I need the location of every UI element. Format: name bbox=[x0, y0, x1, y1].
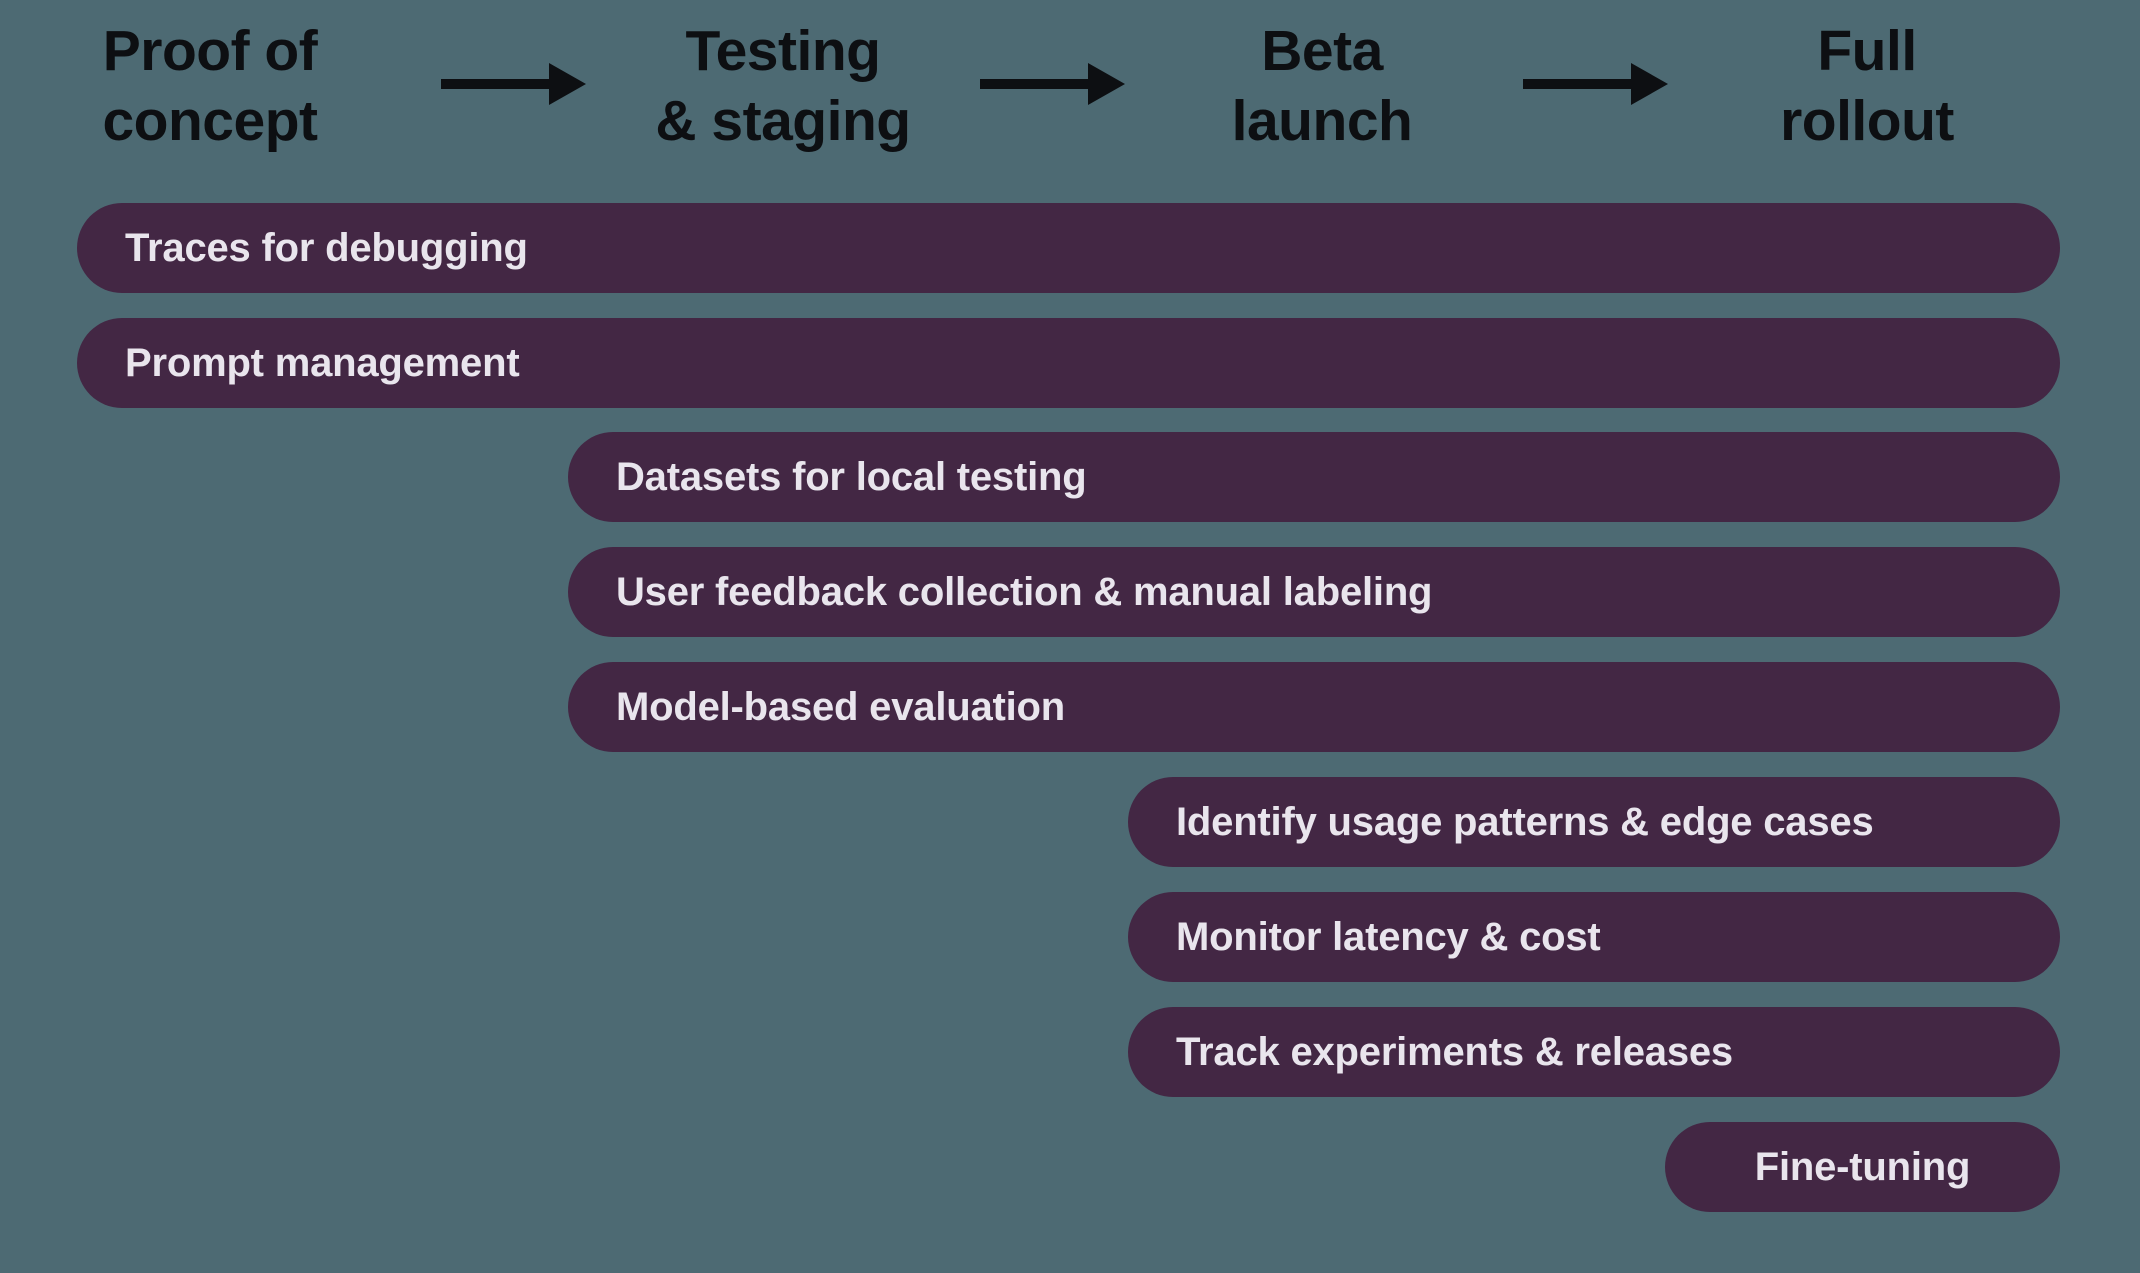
arrow-right-icon bbox=[980, 61, 1125, 107]
stage-header-row: Proof of concept Testing & staging Beta … bbox=[0, 0, 2140, 165]
capability-pill[interactable]: Traces for debugging bbox=[77, 203, 2060, 293]
capability-pill-label: Fine-tuning bbox=[1754, 1145, 1971, 1189]
capability-pill[interactable]: Identify usage patterns & edge cases bbox=[1128, 777, 2060, 867]
arrow-right-icon bbox=[1523, 61, 1668, 107]
capability-pill[interactable]: Model-based evaluation bbox=[568, 662, 2060, 752]
capability-pill[interactable]: Track experiments & releases bbox=[1128, 1007, 2060, 1097]
capability-pill-label: Datasets for local testing bbox=[616, 455, 1087, 499]
capability-pill-label: Traces for debugging bbox=[125, 226, 528, 270]
capability-pill-label: User feedback collection & manual labeli… bbox=[616, 570, 1433, 614]
stage-label-proof-of-concept: Proof of concept bbox=[102, 19, 318, 153]
capability-pill[interactable]: Fine-tuning bbox=[1665, 1122, 2060, 1212]
stage-label-testing-and-staging: Testing & staging bbox=[655, 19, 911, 153]
capability-pill-label: Identify usage patterns & edge cases bbox=[1176, 800, 1874, 844]
stage-label-beta-launch: Beta launch bbox=[1231, 19, 1413, 153]
arrow-right-icon bbox=[441, 61, 586, 107]
capability-pill-label: Monitor latency & cost bbox=[1176, 915, 1601, 959]
stage-label-full-rollout: Full rollout bbox=[1780, 19, 1954, 153]
capability-pill-label: Track experiments & releases bbox=[1176, 1030, 1733, 1074]
capability-pill[interactable]: Datasets for local testing bbox=[568, 432, 2060, 522]
capability-pill[interactable]: Monitor latency & cost bbox=[1128, 892, 2060, 982]
capability-pill-label: Model-based evaluation bbox=[616, 685, 1066, 729]
capability-pill[interactable]: User feedback collection & manual labeli… bbox=[568, 547, 2060, 637]
capability-pill-label: Prompt management bbox=[125, 341, 520, 385]
capability-pill[interactable]: Prompt management bbox=[77, 318, 2060, 408]
